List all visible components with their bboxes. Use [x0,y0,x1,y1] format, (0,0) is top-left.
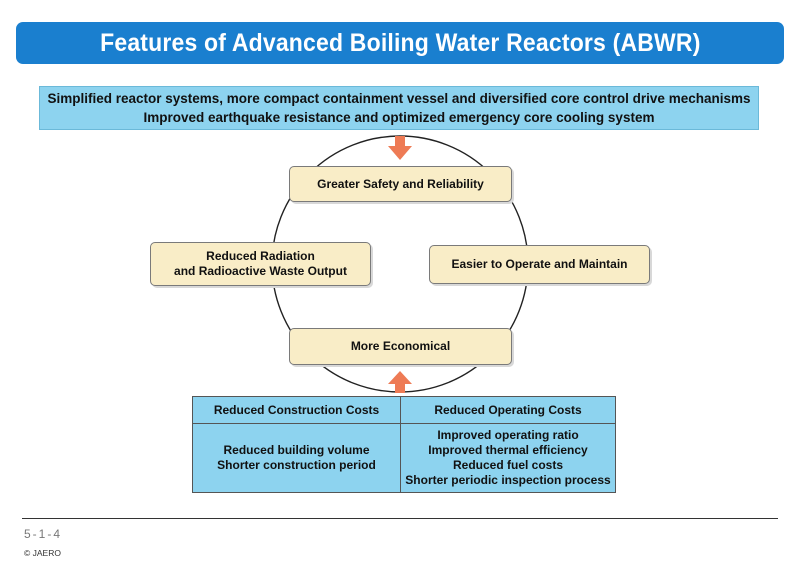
node-safety-label: Greater Safety and Reliability [317,176,484,191]
node-more-economical: More Economical [289,328,512,365]
cost-table-body-row: Reduced building volume Shorter construc… [192,423,616,493]
construction-costs-cell: Reduced building volume Shorter construc… [192,423,401,493]
page-title: Features of Advanced Boiling Water React… [99,28,701,57]
copyright-notice: © JAERO [24,548,61,558]
down-arrow-icon [388,136,412,160]
footer-divider [22,518,778,519]
node-radiation-label-1: Reduced Radiation [206,249,315,263]
operating-item: Shorter periodic inspection process [405,473,611,487]
cost-table: Reduced Construction Costs Reduced Opera… [192,396,616,493]
construction-item: Shorter construction period [217,458,376,472]
page-number: 5-1-4 [24,527,63,541]
node-safety-reliability: Greater Safety and Reliability [289,166,512,202]
node-economical-label: More Economical [350,339,451,353]
intro-box: Simplified reactor systems, more compact… [39,86,759,130]
intro-line-2: Improved earthquake resistance and optim… [143,110,655,125]
intro-line-1: Simplified reactor systems, more compact… [47,91,751,106]
cost-table-header-row: Reduced Construction Costs Reduced Opera… [192,396,616,424]
operating-item: Improved operating ratio [437,428,579,442]
node-reduced-radiation: Reduced Radiation and Radioactive Waste … [150,242,371,286]
construction-item: Reduced building volume [223,443,370,457]
node-radiation-label-2: and Radioactive Waste Output [174,264,347,278]
node-operate-label: Easier to Operate and Maintain [451,257,628,271]
title-bar: Features of Advanced Boiling Water React… [16,22,784,64]
operating-costs-header: Reduced Operating Costs [400,396,616,424]
operating-item: Reduced fuel costs [452,458,564,472]
up-arrow-icon [388,371,412,393]
operating-item: Improved thermal efficiency [428,443,588,457]
operating-costs-cell: Improved operating ratio Improved therma… [400,423,616,493]
construction-costs-header: Reduced Construction Costs [192,396,401,424]
node-easier-operate: Easier to Operate and Maintain [429,245,650,284]
